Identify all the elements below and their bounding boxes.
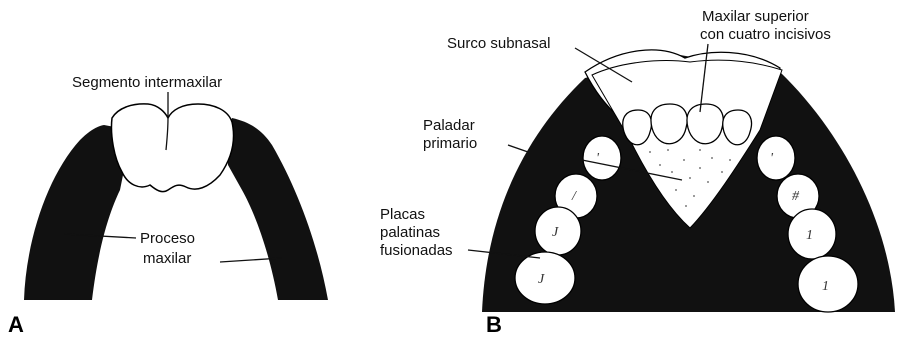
svg-text:1: 1 <box>822 279 829 294</box>
label-placas-line2: palatinas <box>380 224 440 241</box>
tooth-left-1 <box>583 136 621 180</box>
label-paladar-line1: Paladar <box>423 117 475 134</box>
label-intermaxilar: Segmento intermaxilar <box>72 74 222 91</box>
svg-text:J: J <box>552 225 559 240</box>
maxillary-process-left <box>24 125 128 300</box>
tooth-right-1 <box>757 136 795 180</box>
panel-b: ' / J J ' # 1 1 Surco subnasal Maxilar s… <box>380 8 895 337</box>
label-surco-subnasal: Surco subnasal <box>447 35 550 52</box>
panel-a: Segmento intermaxilar Proceso maxilar A <box>8 74 328 337</box>
leader-paladar-a <box>508 145 528 152</box>
incisor-2 <box>651 104 687 144</box>
label-maxilar-line2: con cuatro incisivos <box>700 26 831 43</box>
label-proceso-line1: Proceso <box>140 230 195 247</box>
maxillary-process-right <box>226 118 328 300</box>
label-paladar-line2: primario <box>423 135 477 152</box>
incisor-1 <box>623 110 652 145</box>
incisor-4 <box>723 110 752 145</box>
intermaxillary-segment <box>111 104 233 192</box>
label-maxilar-line1: Maxilar superior <box>702 8 809 25</box>
tooth-left-4 <box>515 252 575 304</box>
label-placas-line1: Placas <box>380 206 425 223</box>
panel-letter-a: A <box>8 312 24 337</box>
svg-text:1: 1 <box>806 228 813 243</box>
svg-text:#: # <box>792 189 800 204</box>
panel-letter-b: B <box>486 312 502 337</box>
incisor-3 <box>687 104 723 144</box>
label-placas-line3: fusionadas <box>380 242 453 259</box>
label-proceso-line2: maxilar <box>143 250 191 267</box>
svg-text:J: J <box>538 272 545 287</box>
